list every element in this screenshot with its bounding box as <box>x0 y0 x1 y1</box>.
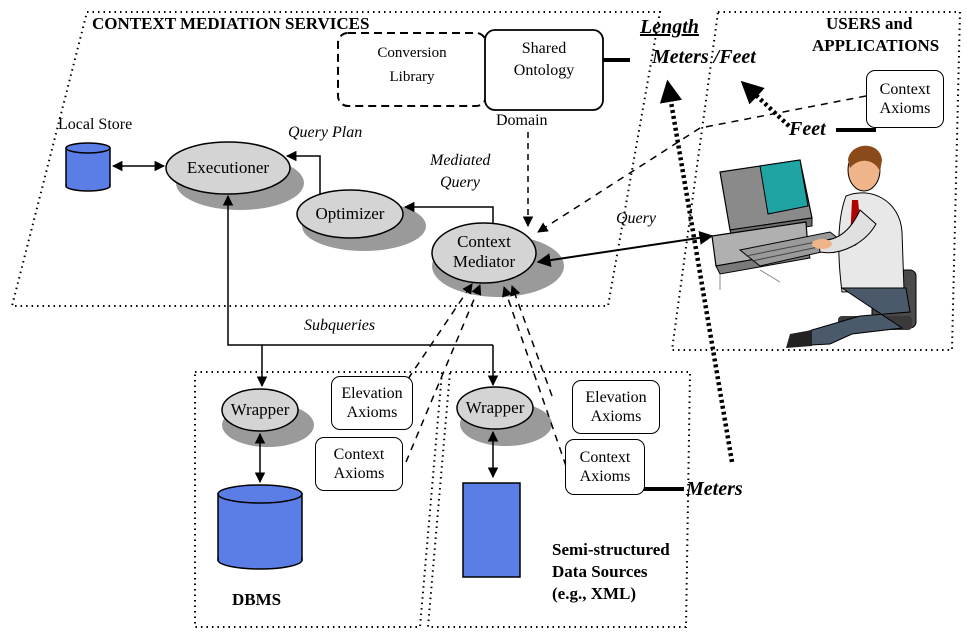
semi-structured-document <box>462 482 521 578</box>
mediated-query-label-line1: Mediated <box>430 152 491 169</box>
context-mediation-services-region <box>10 11 662 307</box>
wrapper-left-node <box>221 388 299 432</box>
feet-label: Feet <box>789 118 826 140</box>
user-context-link <box>537 95 867 233</box>
shared-ontology-box <box>484 29 604 111</box>
elevation-axioms-right-box: Elevation Axioms <box>572 380 660 434</box>
wrapper-left-label: Wrapper <box>230 400 290 419</box>
query-plan-arrow <box>285 150 321 194</box>
elevation-axioms-right-line1: Elevation <box>585 388 647 406</box>
elevation-axioms-right-line2: Axioms <box>590 408 642 425</box>
user-context-axioms-line1: Context <box>879 80 931 98</box>
executioner-node <box>165 141 291 195</box>
computer-user-illustration <box>711 145 917 348</box>
context-axioms-left-box: Context Axioms <box>315 437 403 491</box>
ctx-left-link <box>405 284 482 463</box>
context-mediator-label-line1: Context <box>457 232 511 251</box>
semi-region-title-line1: Semi-structured <box>552 540 670 559</box>
meters-label: Meters <box>686 478 743 500</box>
context-mediator-node <box>431 222 537 284</box>
users-region-title-line1: USERS and <box>826 14 913 33</box>
user-context-axioms-line2: Axioms <box>879 100 931 117</box>
shared-ontology-label-line2: Ontology <box>513 62 575 79</box>
cms-region-title: CONTEXT MEDIATION SERVICES <box>92 14 370 33</box>
dbms-label: DBMS <box>232 590 282 609</box>
conversion-library-label-line1: Conversion <box>377 45 447 61</box>
length-label: Length <box>640 16 699 38</box>
shared-ontology-label-line1: Shared <box>521 40 567 57</box>
wrapper-right-node <box>456 386 534 430</box>
optimizer-node <box>296 189 404 239</box>
local-store-label: Local Store <box>58 116 133 133</box>
meters-to-meters-feet-arrow <box>659 79 735 463</box>
context-axioms-right-line2: Axioms <box>579 468 631 485</box>
subqueries-line <box>222 194 493 346</box>
conversion-library-label-line2: Library <box>389 69 435 85</box>
feet-to-meters-feet-arrow <box>740 80 791 128</box>
optimizer-label: Optimizer <box>315 204 385 223</box>
query-plan-label: Query Plan <box>288 124 363 141</box>
dbms-cylinder <box>217 484 303 570</box>
wrapper-right-label: Wrapper <box>465 398 525 417</box>
context-axioms-right-line1: Context <box>579 448 631 466</box>
elevation-axioms-left-box: Elevation Axioms <box>331 376 413 430</box>
semi-region-title-line3: (e.g., XML) <box>552 584 637 603</box>
semi-region-title-line2: Data Sources <box>552 562 648 581</box>
mediated-query-label-line2: Query <box>440 174 480 191</box>
elevation-axioms-left-line1: Elevation <box>341 384 403 402</box>
domain-label: Domain <box>496 112 548 129</box>
elev-right-link <box>510 285 553 397</box>
context-axioms-left-line1: Context <box>333 445 385 463</box>
executioner-label: Executioner <box>186 158 270 177</box>
mediated-query-arrow <box>403 201 494 223</box>
query-arrow <box>536 230 714 268</box>
user-context-axioms-box: Context Axioms <box>866 70 944 128</box>
ctx-right-link <box>502 286 567 467</box>
semi-structured-region <box>426 371 692 628</box>
query-label: Query <box>616 210 656 227</box>
users-region-title-line2: APPLICATIONS <box>812 36 940 55</box>
context-axioms-left-line2: Axioms <box>333 465 385 482</box>
elev-left-link <box>407 283 473 380</box>
local-store-cylinder <box>65 142 111 192</box>
meters-feet-label: Meters /Feet <box>652 46 756 68</box>
subqueries-label: Subqueries <box>304 317 376 334</box>
context-axioms-right-box: Context Axioms <box>565 439 645 495</box>
elevation-axioms-left-line2: Axioms <box>346 404 398 421</box>
context-mediator-label-line2: Mediator <box>452 252 516 271</box>
